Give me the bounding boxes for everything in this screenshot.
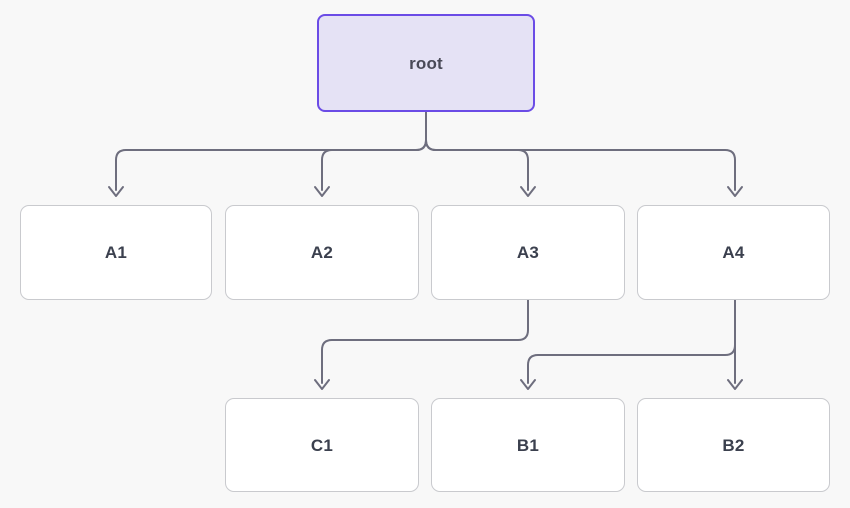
arrowhead-arrow-B2 [727, 379, 743, 390]
edge-A3-to-C1 [321, 299, 529, 384]
node-label: root [409, 53, 443, 73]
edge-root-to-A2 [321, 111, 427, 191]
node-root[interactable]: root [317, 14, 535, 112]
node-b2[interactable]: B2 [637, 398, 830, 492]
node-label: A3 [516, 243, 540, 262]
node-c1[interactable]: C1 [225, 398, 419, 492]
arrowhead-arrow-A2 [314, 186, 330, 197]
node-a2[interactable]: A2 [225, 205, 419, 300]
node-a1[interactable]: A1 [20, 205, 212, 300]
node-label: A4 [722, 243, 745, 262]
edge-root-to-A4 [425, 111, 736, 191]
node-label: B2 [722, 435, 745, 455]
arrowhead-arrow-C1 [314, 379, 330, 390]
node-b1[interactable]: B1 [431, 398, 625, 492]
node-a3[interactable]: A3 [431, 205, 625, 300]
arrowhead-arrow-A3 [520, 186, 536, 197]
edge-root-to-A3 [425, 111, 529, 191]
node-label: B1 [516, 435, 540, 455]
node-label: A2 [310, 243, 334, 262]
arrowhead-arrow-B1 [520, 379, 536, 390]
node-a4[interactable]: A4 [637, 205, 830, 300]
node-label: A1 [104, 243, 128, 262]
node-label: C1 [310, 435, 334, 455]
edge-root-to-A1 [115, 111, 427, 191]
arrowhead-arrow-A4 [727, 186, 743, 197]
edge-A4-to-B1 [527, 299, 736, 384]
arrowhead-arrow-A1 [108, 186, 124, 197]
